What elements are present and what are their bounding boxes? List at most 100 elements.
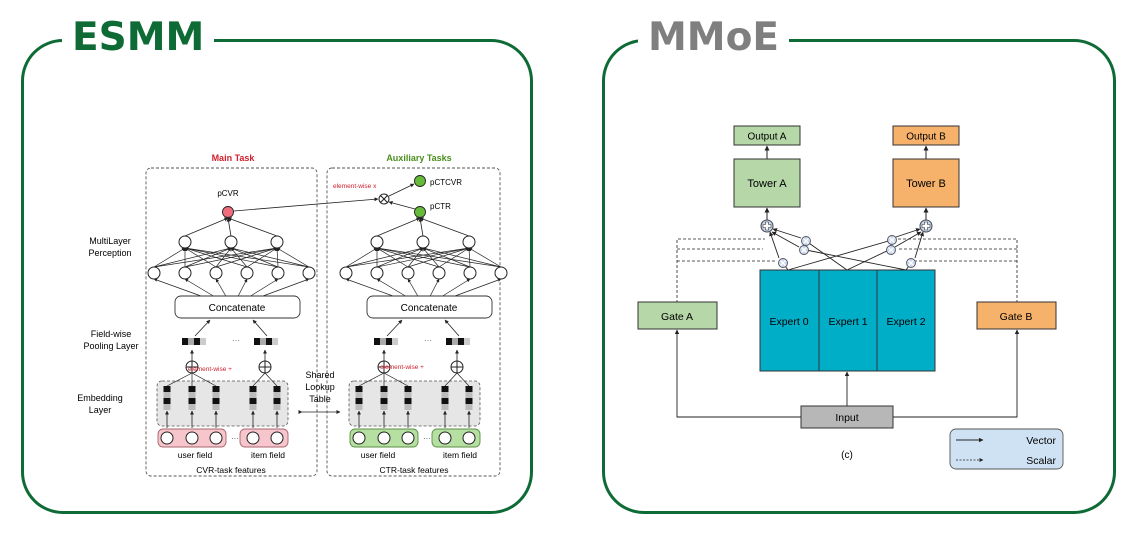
sum-node-a-icon bbox=[760, 219, 774, 233]
input-label: Input bbox=[835, 412, 858, 424]
embedding-cell bbox=[212, 392, 220, 398]
ellipsis-pool-main: ··· bbox=[232, 336, 240, 345]
mlp-node bbox=[432, 266, 446, 280]
esmm-title: ESMM bbox=[62, 14, 215, 62]
mlp-node bbox=[271, 266, 285, 280]
pooled-cell bbox=[194, 338, 200, 345]
pctcvr-label: pCTCVR bbox=[430, 178, 462, 187]
embedding-cell bbox=[273, 392, 281, 398]
pooled-cell bbox=[380, 338, 386, 345]
elementwise-multiply-icon bbox=[378, 193, 390, 205]
gate-a-label: Gate A bbox=[661, 311, 693, 323]
pooled-cell bbox=[182, 338, 188, 345]
embedding-cell bbox=[249, 404, 257, 410]
mlp-node bbox=[462, 235, 476, 249]
legend-box bbox=[949, 428, 1064, 470]
experts-block bbox=[759, 269, 936, 372]
mlp-node bbox=[339, 266, 353, 280]
user-field-label-aux: user field bbox=[361, 450, 396, 460]
concatenate-label-main: Concatenate bbox=[209, 303, 266, 314]
mmoe-title: MMoE bbox=[638, 14, 790, 62]
sum-node-b-icon bbox=[919, 219, 933, 233]
gate-b-box bbox=[976, 301, 1057, 330]
embedding-cell bbox=[380, 386, 388, 392]
embedding-label-2: Layer bbox=[89, 405, 112, 415]
embedding-cell bbox=[212, 404, 220, 410]
embedding-cell bbox=[404, 392, 412, 398]
embedding-cell bbox=[380, 398, 388, 404]
mlp-node bbox=[147, 266, 161, 280]
embedding-cell bbox=[465, 392, 473, 398]
ellipsis-pool-aux: ··· bbox=[424, 336, 432, 345]
feature-node bbox=[377, 431, 391, 445]
mlp-node bbox=[224, 235, 238, 249]
expert-0-label: Expert 0 bbox=[769, 316, 808, 328]
embedding-cell bbox=[355, 398, 363, 404]
output-b-label: Output B bbox=[906, 132, 946, 143]
mlp-node bbox=[370, 235, 384, 249]
tower-b-label: Tower B bbox=[906, 178, 946, 190]
embedding-cell bbox=[404, 404, 412, 410]
elementwise-multiply-label: element-wise x bbox=[333, 183, 377, 190]
embedding-cell bbox=[273, 404, 281, 410]
figure-caption: (c) bbox=[841, 450, 853, 461]
embedding-cell bbox=[404, 386, 412, 392]
mlp-label-2: Perception bbox=[88, 248, 131, 258]
embedding-cell bbox=[273, 398, 281, 404]
embedding-cell bbox=[465, 398, 473, 404]
shared-lookup-label: Shared bbox=[305, 370, 334, 380]
embedding-cell bbox=[188, 392, 196, 398]
pctr-node bbox=[414, 206, 426, 218]
mlp-node bbox=[209, 266, 223, 280]
ellipsis-field-main: ··· bbox=[231, 434, 239, 443]
mlp-node bbox=[416, 235, 430, 249]
mlp-label: MultiLayer bbox=[89, 236, 131, 246]
mlp-node bbox=[270, 235, 284, 249]
main-task-label: Main Task bbox=[212, 153, 256, 163]
concatenate-box-aux bbox=[366, 295, 493, 319]
mlp-main bbox=[147, 217, 316, 297]
embedding-cell bbox=[355, 392, 363, 398]
embedding-cell bbox=[163, 386, 171, 392]
aux-task-container bbox=[326, 167, 501, 477]
embedding-cell bbox=[188, 398, 196, 404]
concatenate-box-main bbox=[174, 295, 301, 319]
pooled-cell bbox=[266, 338, 272, 345]
pooled-cell bbox=[260, 338, 266, 345]
embedding-cell bbox=[441, 398, 449, 404]
pooled-cell bbox=[452, 338, 458, 345]
embedding-cell bbox=[465, 386, 473, 392]
ellipsis-field-aux: ··· bbox=[423, 434, 431, 443]
tower-b-box bbox=[892, 158, 960, 208]
mlp-node bbox=[494, 266, 508, 280]
embedding-cell bbox=[465, 404, 473, 410]
pooling-label-2: Pooling Layer bbox=[83, 341, 138, 351]
cvr-features-label: CVR-task features bbox=[196, 465, 265, 475]
ctr-features-label: CTR-task features bbox=[380, 465, 449, 475]
pooled-cell bbox=[392, 338, 398, 345]
output-a-box bbox=[733, 125, 801, 146]
main-task-container bbox=[145, 167, 318, 477]
mlp-node bbox=[401, 266, 415, 280]
feature-node bbox=[246, 431, 260, 445]
shared-lookup-label-3: Table bbox=[309, 394, 331, 404]
pooled-cell bbox=[200, 338, 206, 345]
feature-node bbox=[185, 431, 199, 445]
feature-node bbox=[209, 431, 223, 445]
elementwise-plus-label-aux: element-wise + bbox=[380, 364, 424, 371]
embedding-cell bbox=[163, 398, 171, 404]
embedding-cell bbox=[355, 404, 363, 410]
embedding-cell bbox=[188, 386, 196, 392]
embedding-cell bbox=[441, 392, 449, 398]
user-field-label-main: user field bbox=[178, 450, 213, 460]
feature-node bbox=[270, 431, 284, 445]
pcvr-node bbox=[222, 206, 234, 218]
embedding-cell bbox=[380, 404, 388, 410]
pctcvr-node bbox=[414, 175, 426, 187]
embedding-cell bbox=[188, 404, 196, 410]
tower-a-label: Tower A bbox=[747, 178, 787, 190]
shared-lookup-label-2: Lookup bbox=[305, 382, 335, 392]
mlp-node bbox=[302, 266, 316, 280]
concatenate-label-aux: Concatenate bbox=[401, 303, 458, 314]
embedding-cell bbox=[249, 386, 257, 392]
